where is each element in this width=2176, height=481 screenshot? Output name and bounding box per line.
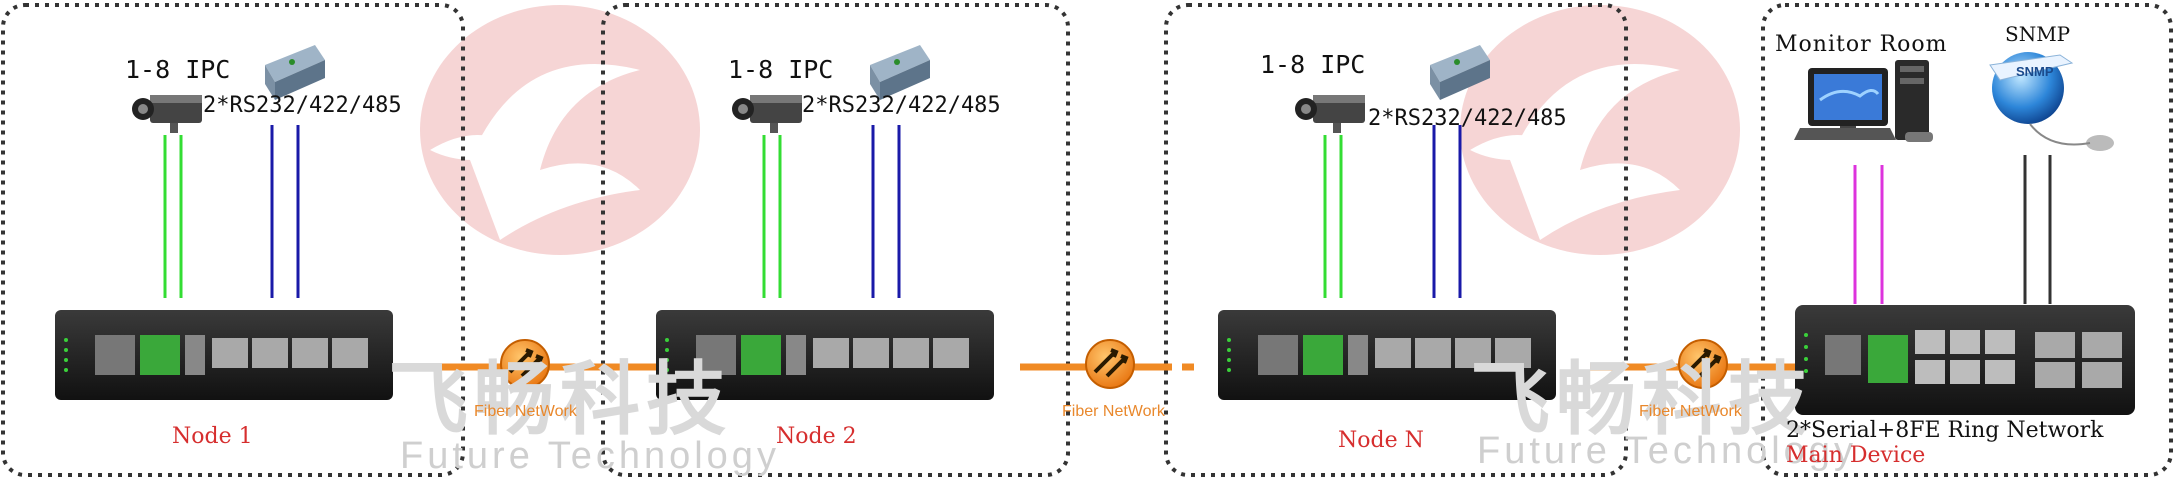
main-device-boundary xyxy=(1761,3,2173,477)
main-device-switch xyxy=(1795,305,2135,415)
fiber-label-3: Fiber NetWork xyxy=(1639,403,1742,420)
main-device-links xyxy=(1853,155,2052,304)
node-n-boundary xyxy=(1164,3,1628,477)
serial-converter-icon-2 xyxy=(870,45,930,100)
node-1-boundary xyxy=(1,3,465,477)
fiber-label-1: Fiber NetWork xyxy=(474,403,577,420)
node-2-links xyxy=(762,125,901,298)
node-n-links xyxy=(1323,125,1462,298)
main-device-title: 2*Serial+8FE Ring Network xyxy=(1786,418,2104,443)
node-2-label: Node 2 xyxy=(776,424,857,449)
fiber-label-2: Fiber NetWork xyxy=(1062,403,1165,420)
watermark-logo-right xyxy=(1460,5,1740,255)
node-n-ipc-label: 1-8 IPC xyxy=(1260,50,1366,79)
watermark-english-1: Future Technology xyxy=(400,435,780,477)
node-2-ipc-label: 1-8 IPC xyxy=(728,55,834,84)
serial-converter-icon-3 xyxy=(1430,45,1490,100)
snmp-globe-icon: SNMP xyxy=(1989,52,2114,151)
main-device-subtitle: Main Device xyxy=(1786,443,1926,468)
watermark-logo-left xyxy=(420,5,700,255)
watermark-chinese-2: 飞畅科技 xyxy=(1470,353,1814,446)
monitor-computer-icon xyxy=(1794,60,1933,142)
node-1-label: Node 1 xyxy=(172,424,253,449)
watermark-english-2: Future Technology xyxy=(1477,430,1857,472)
node-2-switch xyxy=(656,310,994,400)
camera-icon-1 xyxy=(132,95,202,133)
camera-icon-3 xyxy=(1295,95,1365,133)
fiber-icon-3 xyxy=(1678,339,1728,389)
fiber-icon-1 xyxy=(500,339,550,389)
node-n-serial-label: 2*RS232/422/485 xyxy=(1368,106,1567,131)
serial-converter-icon-1 xyxy=(265,45,325,100)
node-1-serial-label: 2*RS232/422/485 xyxy=(203,93,402,118)
node-2-boundary xyxy=(601,3,1070,477)
camera-icon-2 xyxy=(732,95,802,133)
globe-label: SNMP xyxy=(2016,64,2054,79)
node-1-ipc-label: 1-8 IPC xyxy=(125,55,231,84)
node-n-switch xyxy=(1218,310,1556,400)
snmp-label: SNMP xyxy=(2005,22,2071,46)
node-n-label: Node N xyxy=(1338,428,1424,453)
watermark-chinese-1: 飞畅科技 xyxy=(388,353,732,446)
monitor-room-label: Monitor Room xyxy=(1775,32,1948,57)
node-1-links xyxy=(163,125,300,298)
node-1-switch xyxy=(55,310,393,400)
fiber-icon-2 xyxy=(1085,339,1135,389)
node-2-serial-label: 2*RS232/422/485 xyxy=(802,93,1001,118)
